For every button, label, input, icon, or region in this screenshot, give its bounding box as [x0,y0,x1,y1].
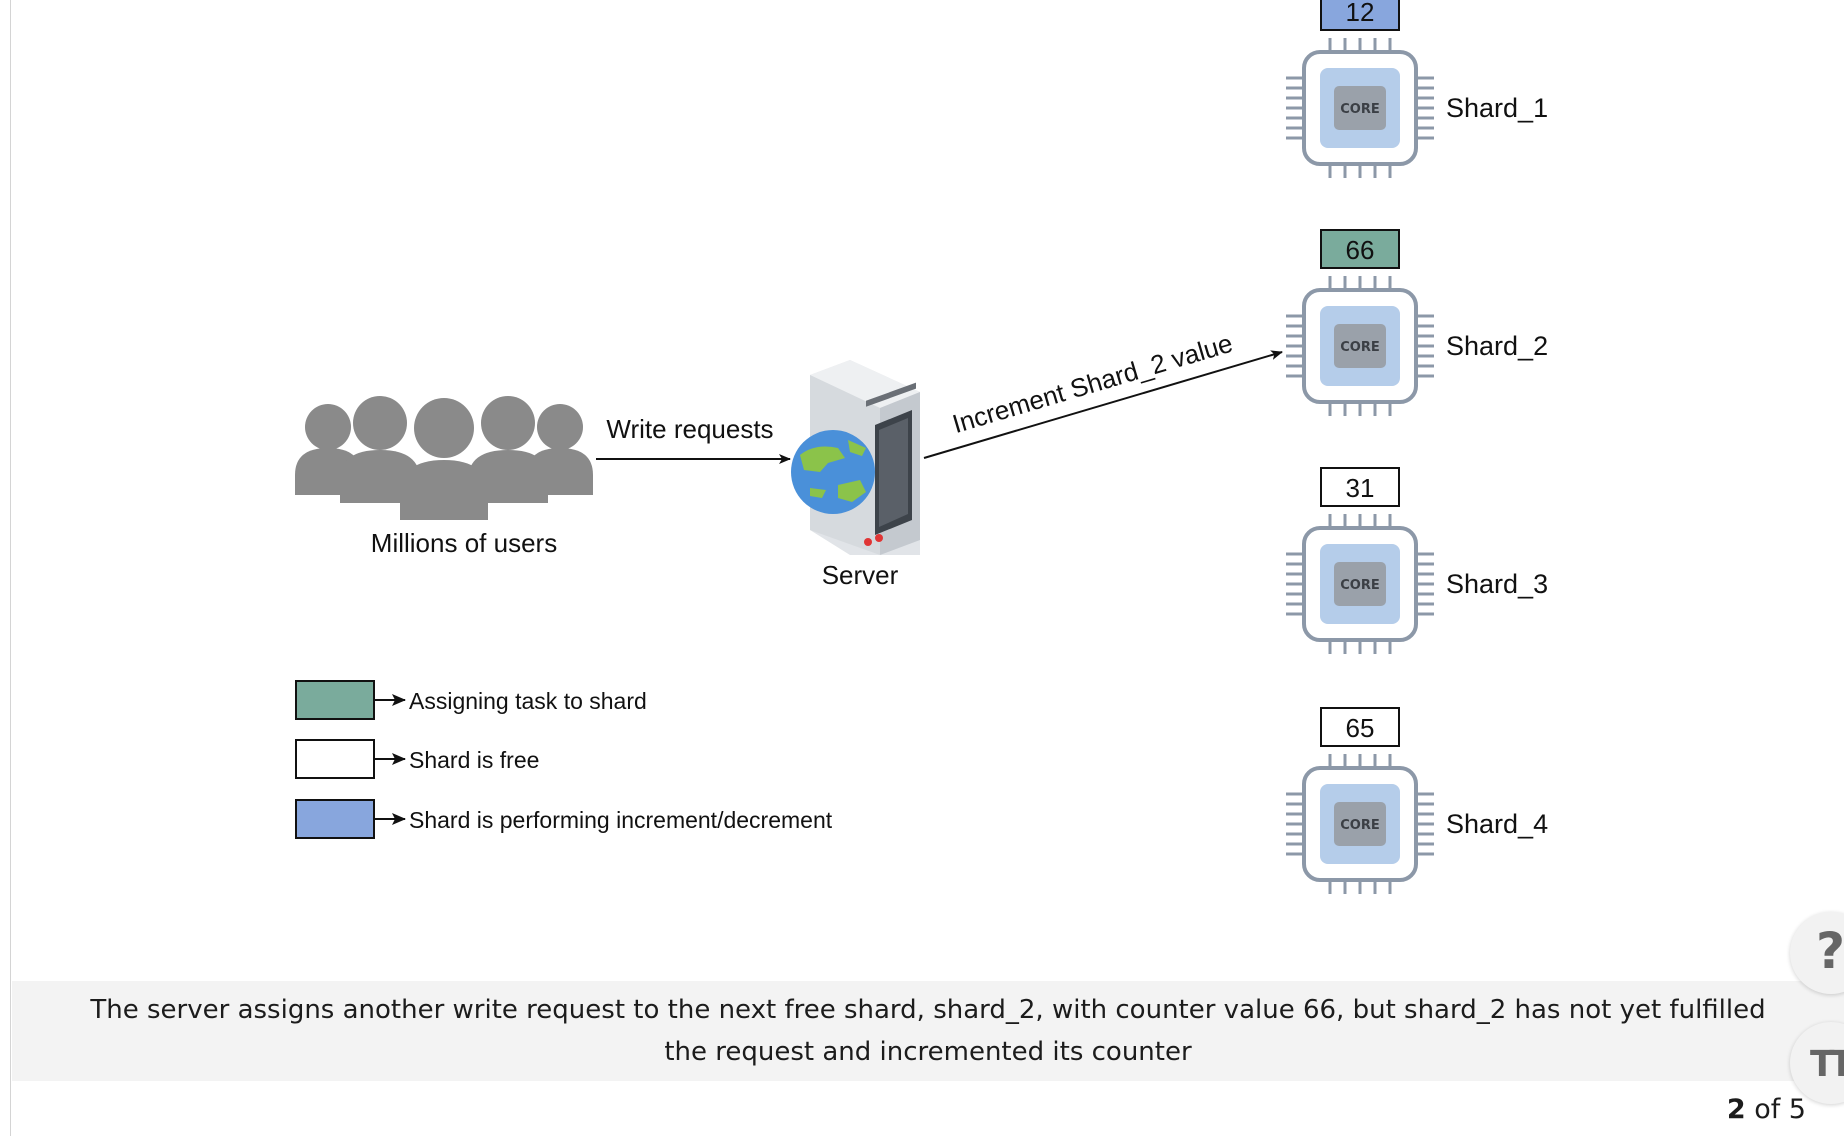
chip-icon: CORE [1286,276,1434,416]
core-label: CORE [1340,102,1379,117]
core-label: CORE [1340,818,1379,833]
help-icon: ? [1816,922,1844,980]
server-label: Server [822,560,899,590]
legend-swatch [295,799,375,839]
shard-counter-box [1320,467,1400,507]
shard-counter-box [1320,0,1400,31]
sharded-counter-diagram: Millions of users Write requests Server … [295,0,1548,894]
legend-item-3: Shard is performing increment/decrement [295,799,833,839]
increment-arrow [923,350,1283,459]
shard-name-label: Shard_4 [1446,809,1548,839]
text-size-icon: TT [1810,1044,1844,1085]
chip-icon: CORE [1286,754,1434,894]
caption-band: The server assigns another write request… [12,981,1844,1081]
users-group-icon [295,396,593,520]
shard-counter-value: 65 [1346,713,1375,743]
legend-label: Shard is performing increment/decrement [409,807,833,833]
slide-pager: 2 of 5 [1727,1094,1806,1125]
legend-item-1: Assigning task to shard [295,680,647,720]
shard-counter-value: 12 [1346,0,1375,27]
core-label: CORE [1340,340,1379,355]
increment-arrow-label: Increment Shard_2 value [949,328,1236,439]
caption-text: The server assigns another write request… [90,995,1766,1067]
server-icon [791,360,920,555]
shard-counter-value: 66 [1346,235,1375,265]
shard-name-label: Shard_3 [1446,569,1548,599]
chip-icon: CORE [1286,514,1434,654]
left-frame-border [10,0,11,1136]
font-size-button[interactable]: TT [1790,1022,1844,1104]
legend-label: Assigning task to shard [409,688,647,714]
legend-swatch [295,739,375,779]
legend-swatch [295,680,375,720]
shard-counter-box [1320,229,1400,269]
shard-name-label: Shard_2 [1446,331,1548,361]
shard-counter-value: 31 [1346,473,1375,503]
users-label: Millions of users [371,528,557,558]
legend-label: Shard is free [409,747,539,773]
core-label: CORE [1340,578,1379,593]
pager-total: of 5 [1754,1094,1806,1125]
legend-item-2: Shard is free [295,739,539,779]
shard-name-label: Shard_1 [1446,93,1548,123]
shard-counter-box [1320,707,1400,747]
write-requests-label: Write requests [606,414,773,444]
chip-icon: CORE [1286,38,1434,178]
pager-current: 2 [1726,1094,1746,1125]
